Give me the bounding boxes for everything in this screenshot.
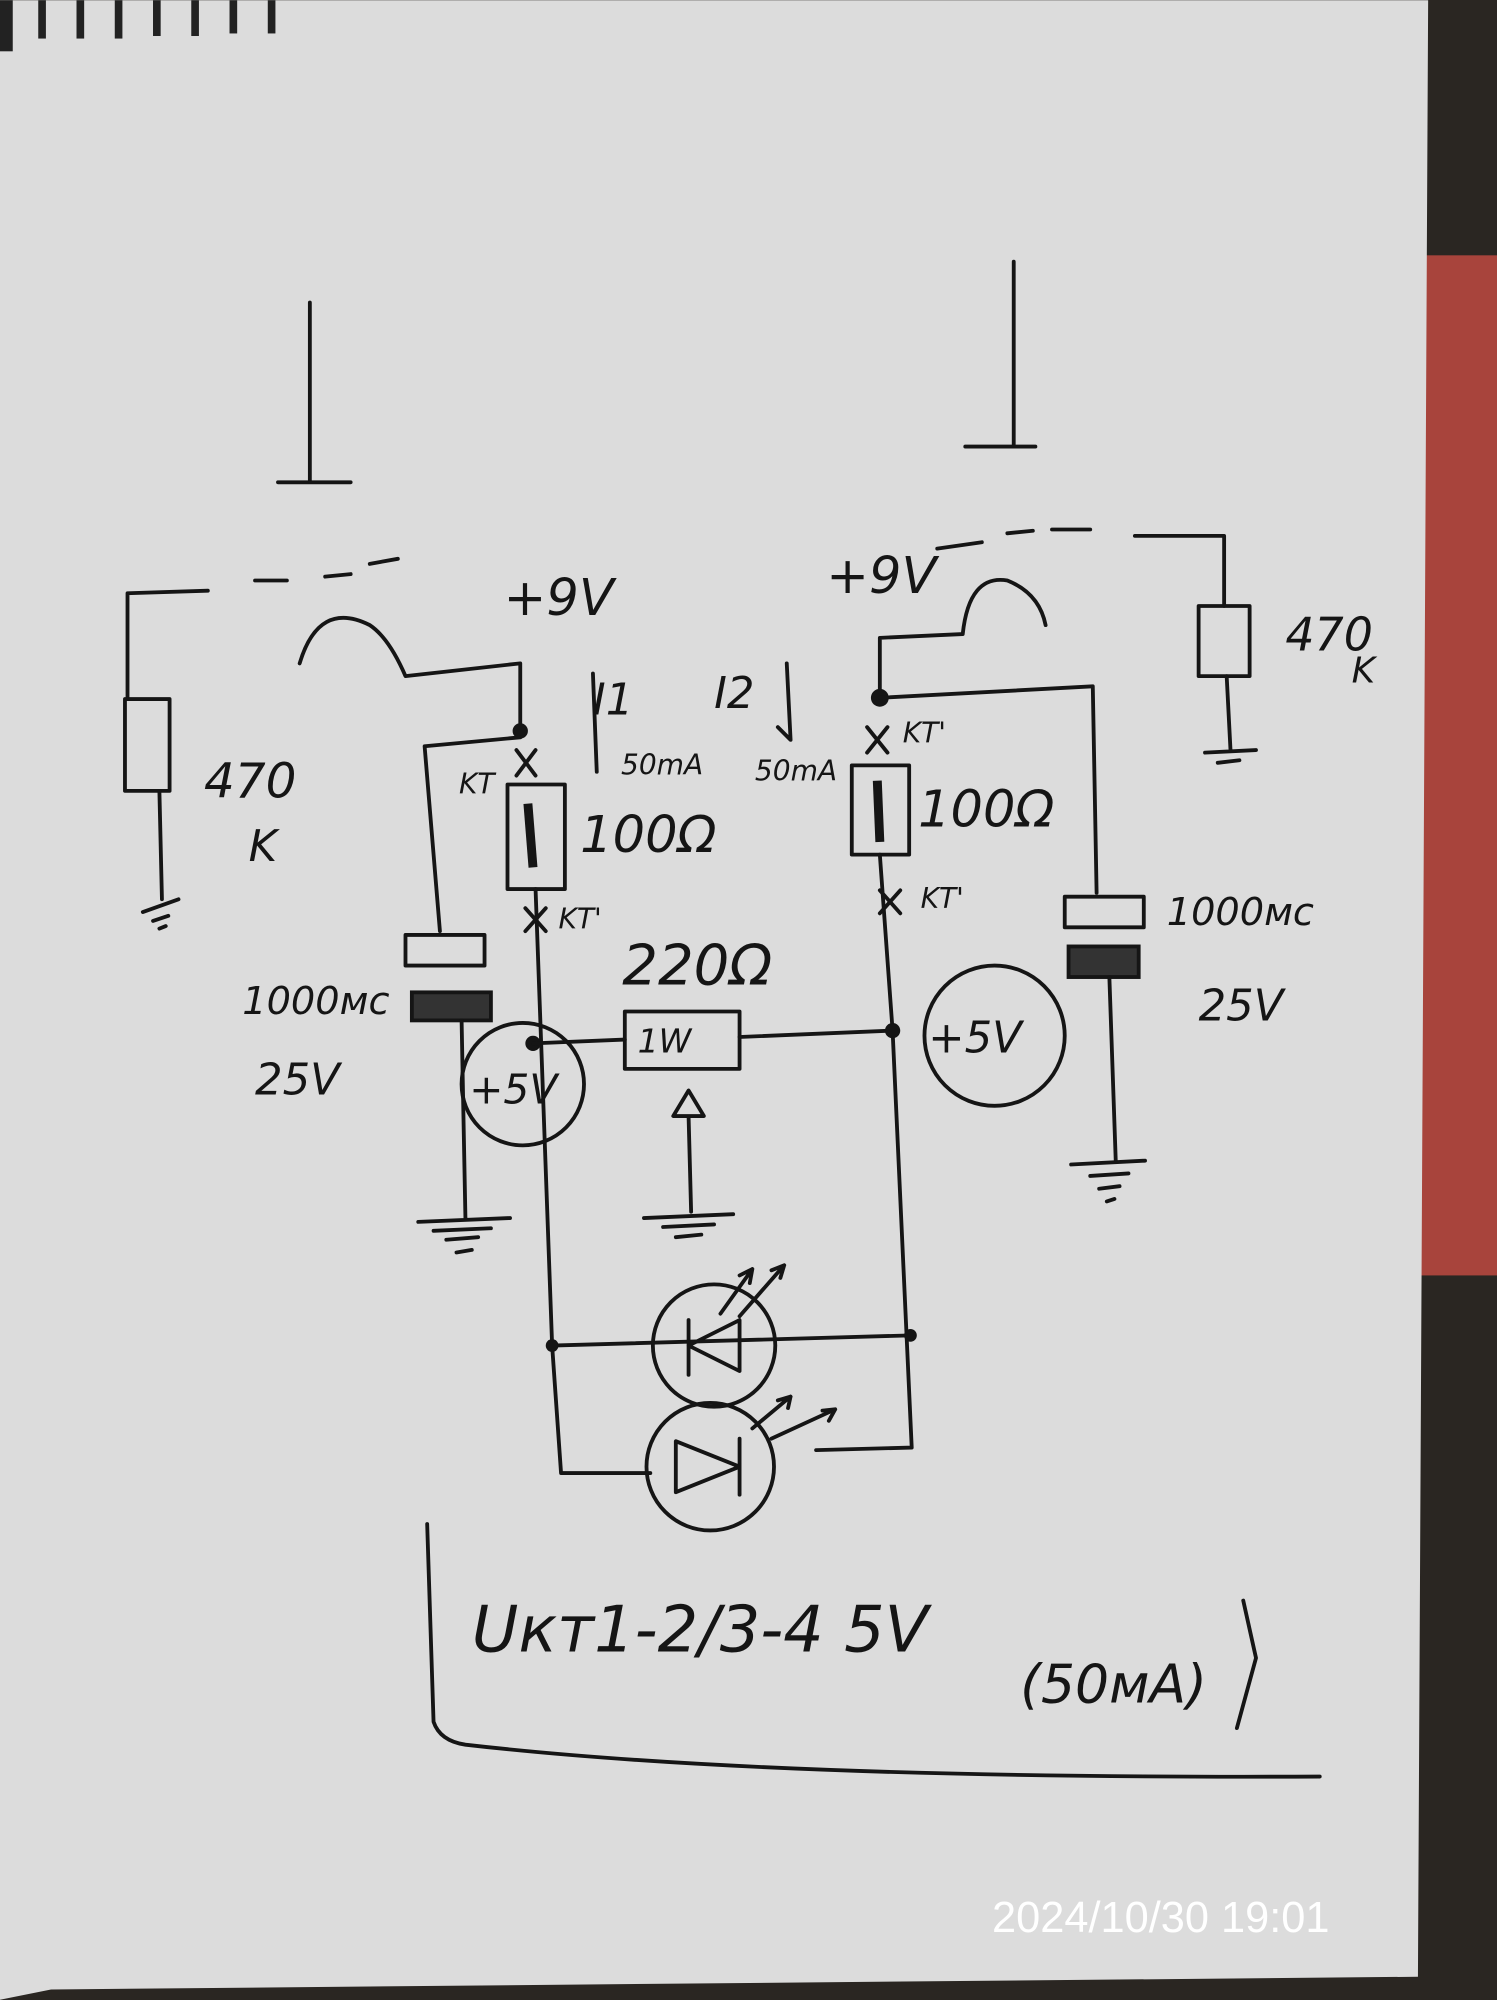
capacitor-left-plate (403, 933, 487, 968)
regulator-left (459, 1021, 586, 1148)
led-1 (650, 1263, 787, 1409)
capacitor-right-plate (1062, 894, 1146, 930)
desk-red-wrap (1415, 255, 1497, 1276)
junction-node (512, 723, 528, 739)
switch-left (123, 300, 400, 931)
regulator-right-label: +5V (928, 1013, 1025, 1063)
note-bracket (425, 1522, 1322, 1779)
current-2-label: I2 (714, 669, 754, 719)
current-1-value: 50mA (621, 748, 703, 781)
current-2-value: 50mA (755, 755, 837, 788)
supply-right-label: +9V (826, 547, 939, 606)
capacitor-right-negative (1066, 944, 1141, 979)
capacitor-left-value: 1000мс (242, 979, 389, 1024)
resistor-left-top-value: 470 (204, 753, 296, 809)
supply-left-label: +9V (504, 569, 617, 628)
resistor-middle-power: 1W (638, 1021, 693, 1060)
junction-node (884, 1022, 901, 1039)
note-line-2: (50мА) (1020, 1653, 1207, 1716)
spiral-binding (0, 0, 276, 52)
photo-timestamp: 2024/10/30 19:01 (992, 1894, 1329, 1942)
resistor-middle (622, 1009, 742, 1071)
resistor-right-top-value: 470 (1285, 608, 1373, 662)
resistor-left-top-unit: K (249, 822, 281, 872)
capacitor-left-voltage: 25V (255, 1055, 343, 1105)
test-point-right-bottom: KT' (921, 882, 964, 915)
regulator-left-label: +5V (469, 1065, 560, 1113)
note-line-1: Uкт1-2/3-4 5V (472, 1594, 933, 1668)
junction-node (904, 1328, 917, 1342)
regulator-right (922, 963, 1067, 1108)
resistor-right-label: 100Ω (918, 781, 1054, 840)
capacitor-right-value: 1000мс (1167, 890, 1314, 935)
capacitor-right-voltage: 25V (1199, 981, 1287, 1031)
test-point-right-top: KT' (903, 716, 946, 749)
resistor-middle-label: 220Ω (622, 934, 772, 999)
switch-right (963, 259, 1258, 765)
capacitor-left-negative (409, 990, 493, 1023)
paper-sheet (0, 0, 1429, 2000)
resistor-left-label: 100Ω (580, 806, 716, 865)
junction-node (545, 1339, 559, 1352)
test-point-left-top: KT (459, 767, 496, 800)
resistor-right-top-unit: K (1352, 650, 1378, 691)
test-point-left-bottom: KT' (559, 903, 602, 936)
current-1-label: I1 (593, 675, 633, 725)
led-2 (644, 1394, 838, 1533)
